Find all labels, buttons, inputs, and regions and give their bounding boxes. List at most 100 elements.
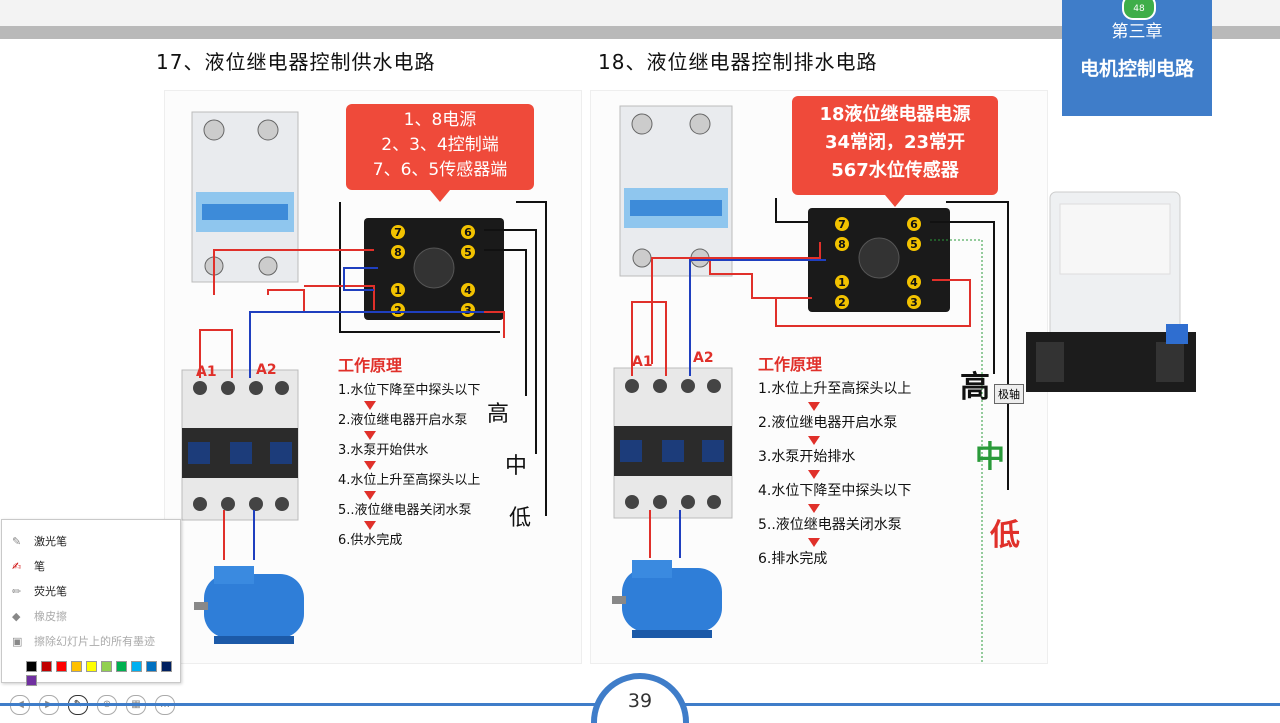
relay-pin-marker [391,283,405,297]
chapter-label: 第三章 [1111,22,1163,42]
pen-icon: ✍ [12,560,22,573]
ink-color-swatch[interactable] [26,661,37,672]
relay-pin-marker [461,245,475,259]
left-steps: 工作原理 1.水位下降至中探头以下 2.液位继电器开启水泵 3.水泵开始供水 4… [338,352,480,549]
right-step: 1.水位上升至高探头以上 [758,381,912,397]
right-step: 5..液位继电器关闭水泵 [758,517,902,533]
right-step: 4.水位下降至中探头以下 [758,483,912,499]
down-arrow-icon [808,470,820,479]
relay-pin-marker [907,217,921,231]
pump-motor [612,560,722,638]
relay-socket [808,208,950,312]
left-callout-line-2: 2、3、4控制端 [381,135,499,155]
right-step: 3.水泵开始排水 [758,449,856,465]
pen-label: 笔 [34,560,45,573]
left-step: 1.水位下降至中探头以下 [338,383,481,398]
right-steps: 工作原理 1.水位上升至高探头以上 2.液位继电器开启水泵 3.水泵开始排水 4… [758,351,938,568]
contactor [181,369,299,521]
highlighter-label: 荧光笔 [34,585,67,598]
laser-pointer-option[interactable]: ✎激光笔 [12,532,67,552]
left-step: 3.水泵开始供水 [338,443,429,458]
relay-pin-marker [391,303,405,317]
ink-color-swatch[interactable] [131,661,142,672]
relay-pin-label: 2 [838,296,846,309]
ink-color-swatch[interactable] [26,675,37,686]
page-number: 39 [597,679,683,723]
relay-pin-marker [391,245,405,259]
contactor [613,367,733,519]
relay-pin-label: 6 [464,226,472,239]
ink-color-swatch[interactable] [116,661,127,672]
relay-pin-marker [461,225,475,239]
relay-pin-label: 8 [394,246,402,259]
ink-color-swatch[interactable] [41,661,52,672]
relay-pin-marker [907,275,921,289]
ink-color-swatch[interactable] [56,661,67,672]
relay-pin-marker [907,237,921,251]
pen-option[interactable]: ✍笔 [12,557,45,577]
right-diagram-title: 18、液位继电器控制排水电路 [598,50,878,74]
right-level-mid: 中 [975,440,1005,475]
down-arrow-icon [364,461,376,470]
left-step: 2.液位继电器开启水泵 [338,413,468,428]
relay-pin-label: 3 [910,296,918,309]
relay-pin-marker [391,225,405,239]
right-callout: 18液位继电器电源 34常闭，23常开 567水位传感器 [792,96,998,207]
down-arrow-icon [808,402,820,411]
relay-pin-marker [907,295,921,309]
pump-motor [194,566,304,644]
relay-pin-label: 6 [910,218,918,231]
down-arrow-icon [364,491,376,500]
laser-pointer-label: 激光笔 [34,535,67,548]
ink-color-swatch[interactable] [146,661,157,672]
right-step: 6.排水完成 [758,551,828,567]
erase-all-ink-option[interactable]: ▣ 擦除幻灯片上的所有墨迹 [12,632,155,652]
ink-color-swatch[interactable] [161,661,172,672]
left-level-high: 高 [487,402,510,427]
right-a2-label: A2 [693,350,714,366]
ink-color-swatches [26,661,180,689]
relay-pin-label: 4 [464,284,472,297]
relay-pin-label: 3 [464,304,472,317]
left-step: 4.水位上升至高探头以上 [338,473,481,488]
left-a1-label: A1 [196,364,217,380]
level-relay-photo [1026,191,1196,392]
ink-color-swatch[interactable] [101,661,112,672]
right-callout-line-1: 18液位继电器电源 [819,104,971,125]
chapter-subtitle: 电机控制电路 [1079,58,1194,80]
ink-color-swatch[interactable] [86,661,97,672]
left-step: 6.供水完成 [338,533,403,548]
page-number-badge: 39 [591,673,689,723]
right-level-low: 低 [990,518,1020,553]
eraser-option[interactable]: ◆橡皮擦 [12,607,67,627]
down-arrow-icon [808,504,820,513]
highlighter-icon: ✏ [12,585,22,598]
left-a2-label: A2 [256,362,277,378]
ink-color-swatch[interactable] [71,661,82,672]
left-callout-line-3: 7、6、5传感器端 [372,160,508,180]
relay-pin-label: 5 [910,238,918,251]
relay-pin-label: 1 [394,284,402,297]
right-callout-line-2: 34常闭，23常开 [824,132,966,153]
chapter-banner: 48 第三章 电机控制电路 [1062,0,1212,116]
relay-pin-label: 7 [394,226,402,239]
relay-pin-label: 1 [838,276,846,289]
left-callout: 1、8电源 2、3、4控制端 7、6、5传感器端 [346,104,534,202]
erase-all-icon: ▣ [12,635,23,648]
down-arrow-icon [808,538,820,547]
relay-pin-marker [461,303,475,317]
right-callout-line-3: 567水位传感器 [831,160,959,181]
relay-pin-marker [835,275,849,289]
circuit-breaker [191,111,299,283]
relay-pin-marker [835,237,849,251]
left-level-low: 低 [509,506,532,531]
left-callout-line-1: 1、8电源 [403,110,477,130]
highlighter-option[interactable]: ✏ 荧光笔 [12,582,67,602]
relay-pin-marker [461,283,475,297]
erase-all-label: 擦除幻灯片上的所有墨迹 [34,635,155,648]
right-a1-label: A1 [632,354,653,370]
relay-pin-label: 4 [910,276,918,289]
chapter-badge: 48 [1122,0,1156,20]
